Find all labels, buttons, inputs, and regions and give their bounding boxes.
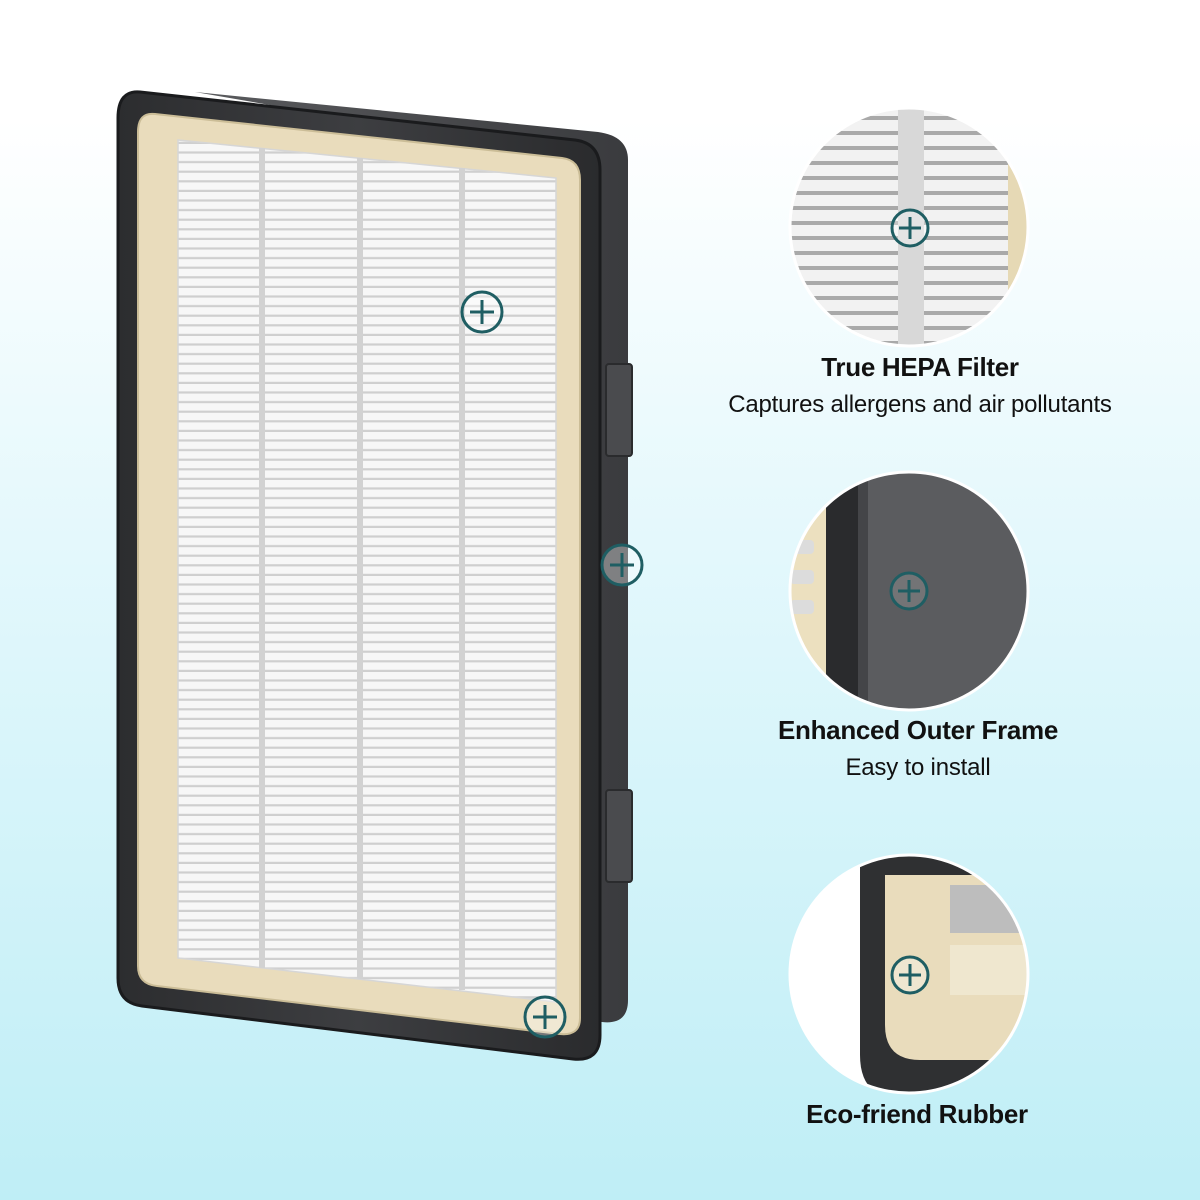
feature-subtitle-frame: Easy to install [845,754,991,781]
plus-in-circle-icon[interactable] [460,290,504,334]
plus-in-circle-icon[interactable] [600,543,644,587]
plus-in-circle-icon[interactable] [890,955,930,995]
plus-in-circle-icon[interactable] [889,571,929,611]
zoom-detail-hepa-media [788,106,1030,348]
hepa-filter-image [116,90,644,1061]
plus-in-circle-icon[interactable] [890,208,930,248]
zoom-detail-rubber-gasket [788,853,1030,1095]
filter-side-tab-bottom [605,789,633,883]
plus-in-circle-icon[interactable] [523,995,567,1039]
feature-title-frame: Enhanced Outer Frame [777,715,1059,745]
zoom-detail-outer-frame [788,470,1030,712]
feature-subtitle-hepa: Captures allergens and air pollutants [728,391,1112,418]
feature-title-hepa: True HEPA Filter [821,352,1019,382]
filter-side-tab-top [605,363,633,457]
feature-title-rubber: Eco-friend Rubber [806,1099,1028,1129]
filter-pleated-media [177,139,557,1003]
